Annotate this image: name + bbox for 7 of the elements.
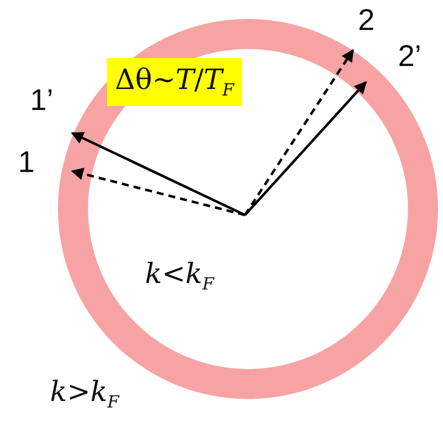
vector-label: 2’ [398, 42, 422, 72]
region-label: k<k$_{F}$ [145, 260, 214, 292]
formula-label: Δθ~T/T$_{F}$ [107, 58, 242, 106]
vector-label: 1 [18, 148, 35, 178]
vector-label: 1’ [30, 86, 54, 116]
vector-label: 2 [358, 6, 375, 36]
region-label: k>k$_{F}$ [50, 378, 120, 410]
